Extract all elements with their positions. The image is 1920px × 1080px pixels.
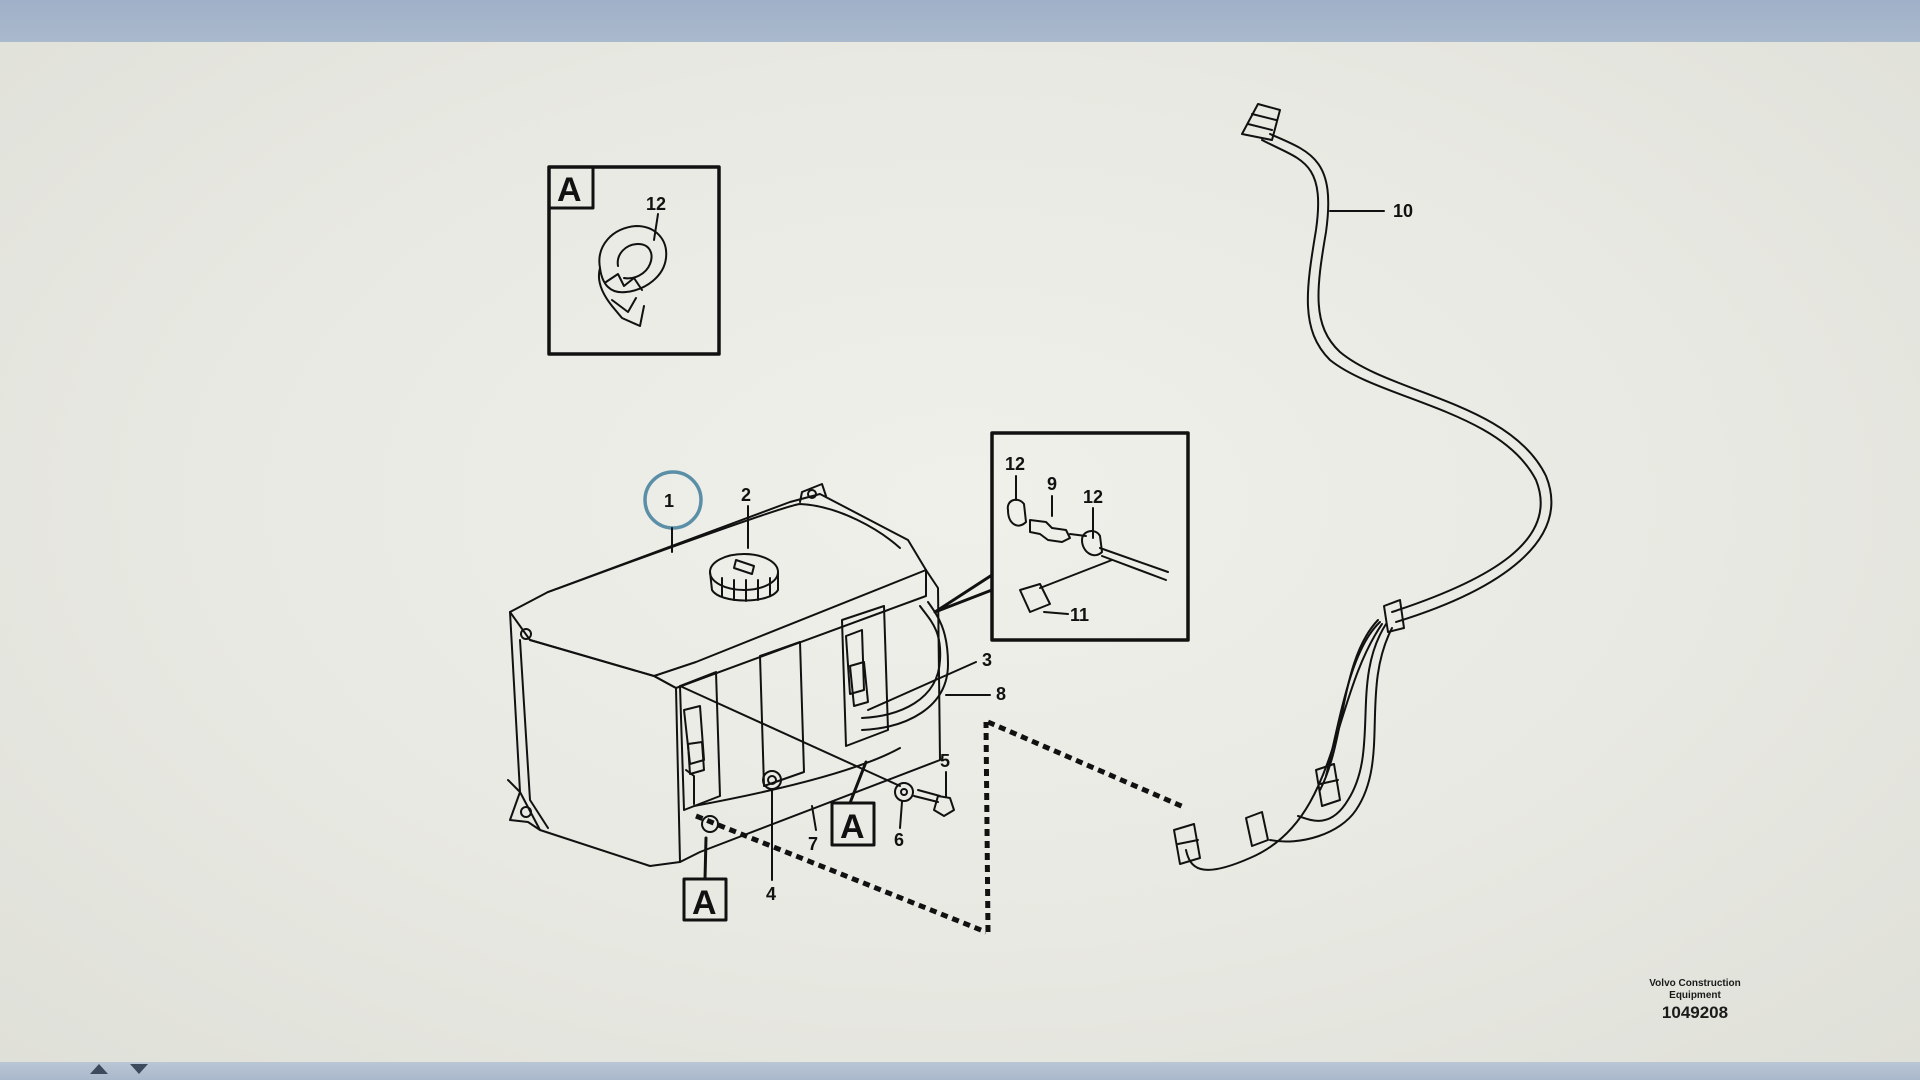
viewer-top-bar — [0, 0, 1920, 42]
callout-12-left: 12 — [1005, 454, 1025, 474]
callout-6: 6 — [894, 830, 904, 850]
scroll-down-icon[interactable] — [130, 1064, 148, 1074]
callout-4: 4 — [766, 884, 776, 904]
filler-cap — [709, 553, 779, 602]
credit-maker-line1: Volvo Construction — [1649, 978, 1741, 989]
callout-12-inset: 12 — [646, 194, 666, 214]
cable-harness — [1173, 103, 1553, 871]
callout-9: 9 — [1047, 474, 1057, 494]
callout-5: 5 — [940, 751, 950, 771]
svg-text:A: A — [840, 808, 865, 846]
detail-inset-a: A 12 — [547, 165, 721, 356]
detail-ref-a-2: A — [682, 836, 728, 922]
callout-7: 7 — [808, 834, 818, 854]
callout-12-right: 12 — [1083, 487, 1103, 507]
dashed-connection — [695, 719, 1187, 935]
diagram-page — [0, 42, 1920, 1062]
callout-3: 3 — [982, 650, 992, 670]
viewer-bottom-bar — [0, 1062, 1920, 1080]
clip-part-icon — [598, 225, 668, 327]
figure-number: 1049208 — [1661, 1003, 1729, 1022]
callout-1: 1 — [664, 491, 674, 511]
svg-text:A: A — [692, 884, 717, 922]
detail-label-a: A — [557, 171, 582, 209]
detail-ref-a-1: A — [830, 760, 876, 847]
callout-8: 8 — [996, 684, 1006, 704]
callout-2: 2 — [741, 485, 751, 505]
detail-inset-sensor: 12 9 12 11 — [933, 431, 1190, 642]
scroll-up-icon[interactable] — [90, 1064, 108, 1074]
figure-credit: Volvo Construction Equipment 1049208 — [1620, 978, 1770, 1024]
credit-maker-line2: Equipment — [1669, 990, 1721, 1001]
callout-11: 11 — [1070, 605, 1089, 625]
callout-10: 10 — [1393, 201, 1413, 221]
washer-fluid-tank — [507, 483, 955, 867]
